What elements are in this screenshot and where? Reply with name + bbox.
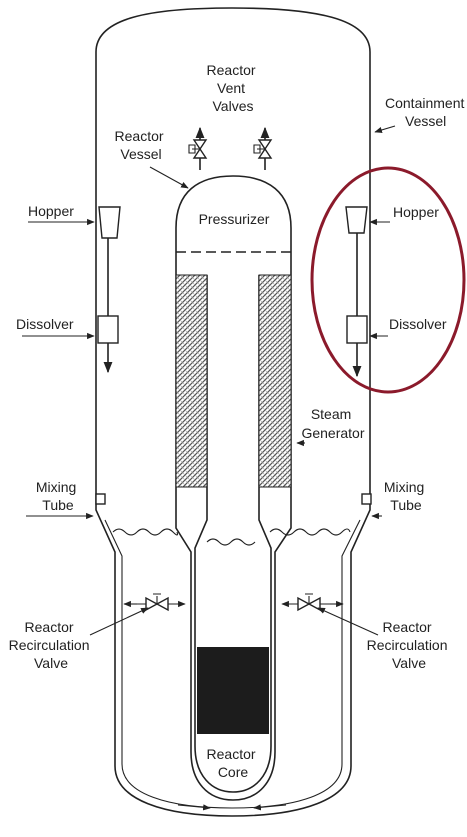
label-dissolver-right: Dissolver (389, 316, 447, 332)
mixing-tube-left-box (95, 493, 106, 505)
label-steam-generator: Steam Generator (301, 406, 364, 441)
recirc-valve-left (123, 593, 186, 612)
label-vent-valves: Reactor Vent Valves (207, 62, 260, 114)
steam-generator-left (175, 274, 208, 488)
recirc-valve-right (281, 593, 344, 612)
left-addition-line (97, 206, 121, 374)
reactor-vessel (175, 175, 292, 801)
steam-generator-right (258, 274, 292, 488)
label-pressurizer: Pressurizer (199, 211, 270, 227)
mixing-tube-right-box (361, 493, 372, 505)
vent-valve-left (188, 126, 208, 170)
containment-vessel (95, 7, 371, 817)
label-mixing-tube-right: Mixing Tube (384, 479, 428, 513)
label-recirc-valve-right: Reactor Recirculation Valve (367, 619, 452, 671)
label-mixing-tube-left: Mixing Tube (36, 479, 80, 513)
water-surface (112, 528, 351, 546)
label-hopper-left: Hopper (28, 203, 74, 219)
vent-valve-right (253, 126, 273, 170)
label-recirc-valve-left: Reactor Recirculation Valve (9, 619, 94, 671)
right-addition-line (345, 206, 368, 378)
reactor-core-block (197, 647, 269, 734)
leader-lines (22, 125, 396, 636)
label-dissolver-left: Dissolver (16, 316, 74, 332)
label-hopper-right: Hopper (393, 204, 439, 220)
highlight-ellipse (310, 166, 466, 394)
label-reactor-core: Reactor Core (207, 746, 260, 780)
label-containment-vessel: Containment Vessel (385, 95, 467, 129)
label-reactor-vessel: Reactor Vessel (115, 128, 168, 162)
